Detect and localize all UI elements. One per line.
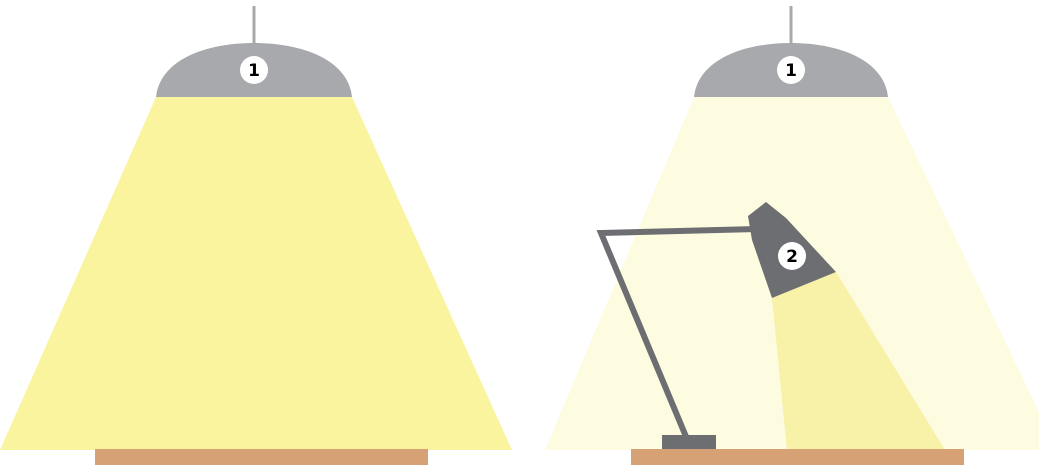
desk-lamp-base (662, 435, 716, 449)
right-lamp-badge-label: 1 (785, 61, 797, 81)
left-scene: 1 (0, 6, 512, 465)
right-ceiling-lamp: 1 (694, 6, 888, 97)
left-desk-surface (95, 449, 428, 465)
left-light-cone (0, 97, 512, 450)
right-scene: 1 2 (545, 6, 1039, 465)
left-lamp-badge-label: 1 (248, 61, 260, 81)
desk-lamp-badge-label: 2 (786, 247, 798, 267)
right-desk-surface (631, 449, 964, 465)
left-ceiling-lamp: 1 (156, 6, 352, 97)
